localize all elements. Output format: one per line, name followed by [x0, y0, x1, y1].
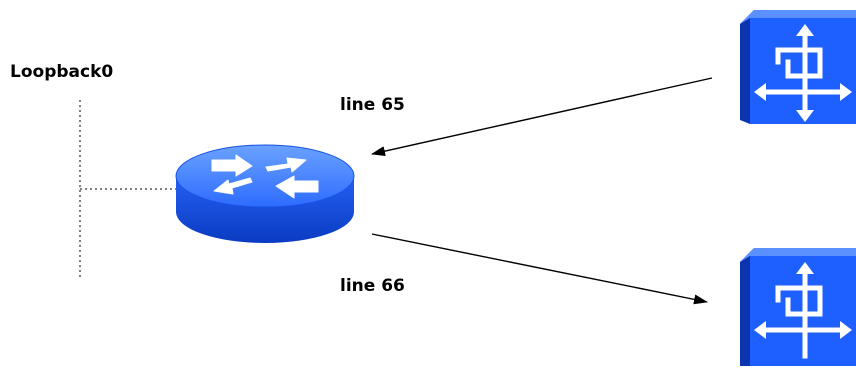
line-66-arrow: [371, 233, 708, 305]
line-65-arrow: [371, 77, 713, 157]
line-65-label: line 65: [340, 95, 405, 115]
access-server-bottom: [740, 248, 856, 366]
access-server-top: [740, 10, 856, 124]
line-66-label: line 66: [340, 276, 405, 296]
router-icon: [175, 144, 355, 243]
loopback-label: Loopback0: [10, 62, 114, 82]
